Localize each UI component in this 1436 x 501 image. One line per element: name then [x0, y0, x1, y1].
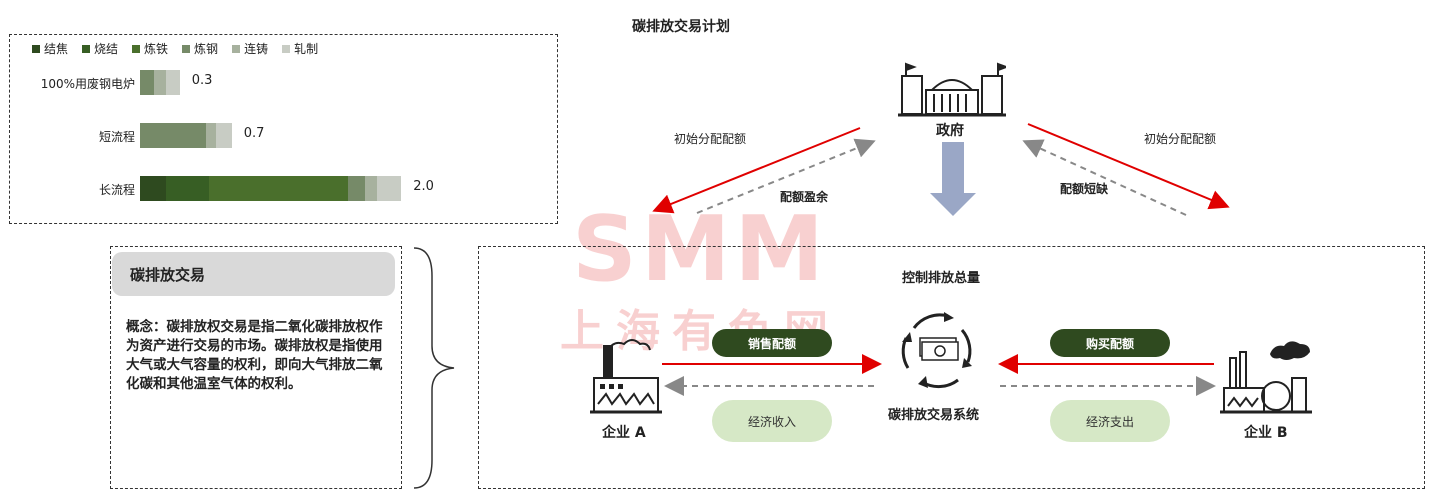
buy-quota-pill: 购买配额 — [1050, 329, 1170, 357]
alloc-right-arrow — [1027, 123, 1230, 210]
info-body: 概念：碳排放权交易是指二氧化碳排放权作为资产进行交易的市场。碳排放权是指使用大气… — [126, 319, 383, 392]
legend-swatch — [282, 44, 291, 53]
bar-segment — [165, 176, 210, 201]
surplus-label: 配额盈余 — [780, 190, 829, 204]
info-header: 碳排放交易 — [112, 252, 395, 296]
legend-item: 炼铁 — [132, 40, 168, 57]
enterprise-a-label: 企业 A — [602, 425, 646, 441]
legend-item: 连铸 — [232, 40, 268, 57]
government-label: 政府 — [936, 123, 964, 139]
expense-pill: 经济支出 — [1050, 400, 1170, 442]
alloc-right-label: 初始分配配额 — [1144, 132, 1217, 146]
legend-swatch — [32, 44, 40, 53]
enterprise-b-label: 企业 B — [1244, 425, 1288, 441]
sell-quota-pill: 销售配额 — [712, 329, 832, 357]
info-heading: 碳排放交易 — [130, 266, 206, 284]
legend-label: 炼铁 — [144, 42, 169, 56]
legend-label: 连铸 — [244, 42, 269, 56]
chart-legend: 结焦 烧结 炼铁 炼钢 连铸 轧制 — [32, 40, 318, 57]
government-icon — [898, 62, 1006, 117]
legend-item: 炼钢 — [182, 40, 218, 57]
bar-segment — [209, 176, 348, 201]
legend-swatch — [82, 44, 91, 53]
shortage-arrow — [1022, 139, 1187, 216]
legend-swatch — [232, 44, 241, 53]
total-value-label: 0.3 — [191, 73, 213, 88]
control-total-label: 控制排放总量 — [902, 271, 981, 286]
control-emissions-box — [478, 246, 1425, 489]
legend-swatch — [182, 44, 191, 53]
bar-segment — [140, 70, 154, 95]
category-label: 长流程 — [98, 183, 135, 197]
trading-system-icon — [901, 312, 972, 389]
total-value-label: 2.0 — [413, 179, 434, 194]
government-down-arrow — [930, 142, 976, 216]
income-pill: 经济收入 — [712, 400, 832, 442]
system-label: 碳排放交易系统 — [888, 408, 980, 423]
bar-segment — [216, 123, 232, 148]
bar-segment — [165, 70, 180, 95]
alloc-left-arrow — [652, 127, 861, 214]
factory-a-icon — [590, 339, 662, 414]
info-frame — [110, 246, 402, 489]
legend-label: 结焦 — [44, 42, 69, 56]
category-label: 短流程 — [98, 130, 135, 144]
bar-segment — [140, 176, 166, 201]
diagram-title: 碳排放交易计划 — [632, 19, 730, 35]
legend-label: 轧制 — [294, 42, 319, 56]
legend-item: 烧结 — [82, 40, 118, 57]
total-value-label: 0.7 — [243, 126, 265, 141]
legend-label: 炼钢 — [194, 42, 219, 56]
legend-item: 结焦 — [32, 40, 68, 57]
bar-segment — [205, 123, 217, 148]
bar-segment — [153, 70, 166, 95]
legend-label: 烧结 — [94, 42, 119, 56]
bar-segment — [364, 176, 377, 201]
bar-segment — [347, 176, 365, 201]
shortage-label: 配额短缺 — [1060, 182, 1109, 196]
surplus-arrow — [696, 138, 876, 214]
category-label: 100%用废钢电炉 — [40, 77, 135, 91]
bar-segment — [140, 123, 206, 148]
legend-swatch — [132, 44, 141, 53]
factory-b-icon — [1220, 341, 1312, 414]
chart-frame — [9, 34, 558, 224]
brace-icon — [413, 247, 455, 489]
legend-item: 轧制 — [282, 40, 318, 57]
alloc-left-label: 初始分配配额 — [674, 132, 747, 146]
bar-segment — [377, 176, 402, 201]
